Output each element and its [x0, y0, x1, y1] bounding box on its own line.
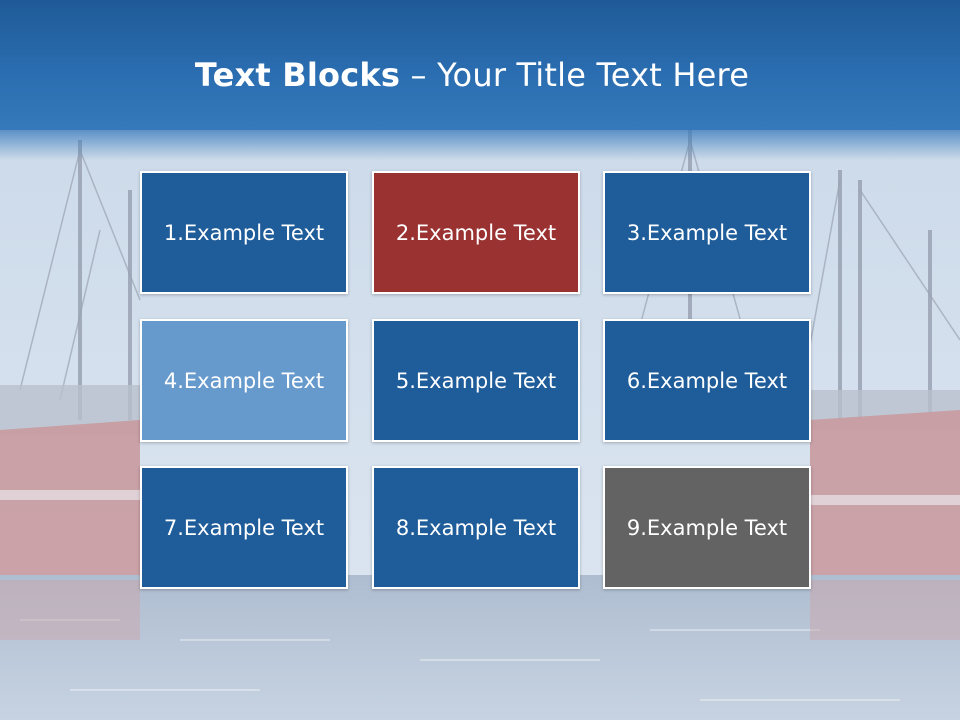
text-block-label: 3.Example Text	[626, 220, 788, 245]
text-block-label: 7.Example Text	[163, 515, 325, 540]
title-bold-part: Text Blocks	[194, 56, 401, 94]
text-block-label: 4.Example Text	[163, 368, 325, 393]
title-bar: Text Blocks – Your Title Text Here	[0, 0, 960, 160]
text-block-7[interactable]: 7.Example Text	[140, 466, 348, 589]
title-dash: –	[400, 56, 438, 94]
title-regular-part: Your Title Text Here	[437, 56, 750, 94]
text-block-5[interactable]: 5.Example Text	[372, 319, 580, 442]
text-block-6[interactable]: 6.Example Text	[603, 319, 811, 442]
text-block-9[interactable]: 9.Example Text	[603, 466, 811, 589]
text-block-label: 9.Example Text	[626, 515, 788, 540]
text-block-label: 2.Example Text	[395, 220, 557, 245]
slide-title: Text Blocks – Your Title Text Here	[0, 54, 944, 96]
text-block-label: 5.Example Text	[395, 368, 557, 393]
text-block-label: 8.Example Text	[395, 515, 557, 540]
text-block-4[interactable]: 4.Example Text	[140, 319, 348, 442]
text-block-label: 1.Example Text	[163, 220, 325, 245]
text-block-label: 6.Example Text	[626, 368, 788, 393]
text-block-1[interactable]: 1.Example Text	[140, 171, 348, 294]
text-block-3[interactable]: 3.Example Text	[603, 171, 811, 294]
text-block-8[interactable]: 8.Example Text	[372, 466, 580, 589]
text-block-2[interactable]: 2.Example Text	[372, 171, 580, 294]
